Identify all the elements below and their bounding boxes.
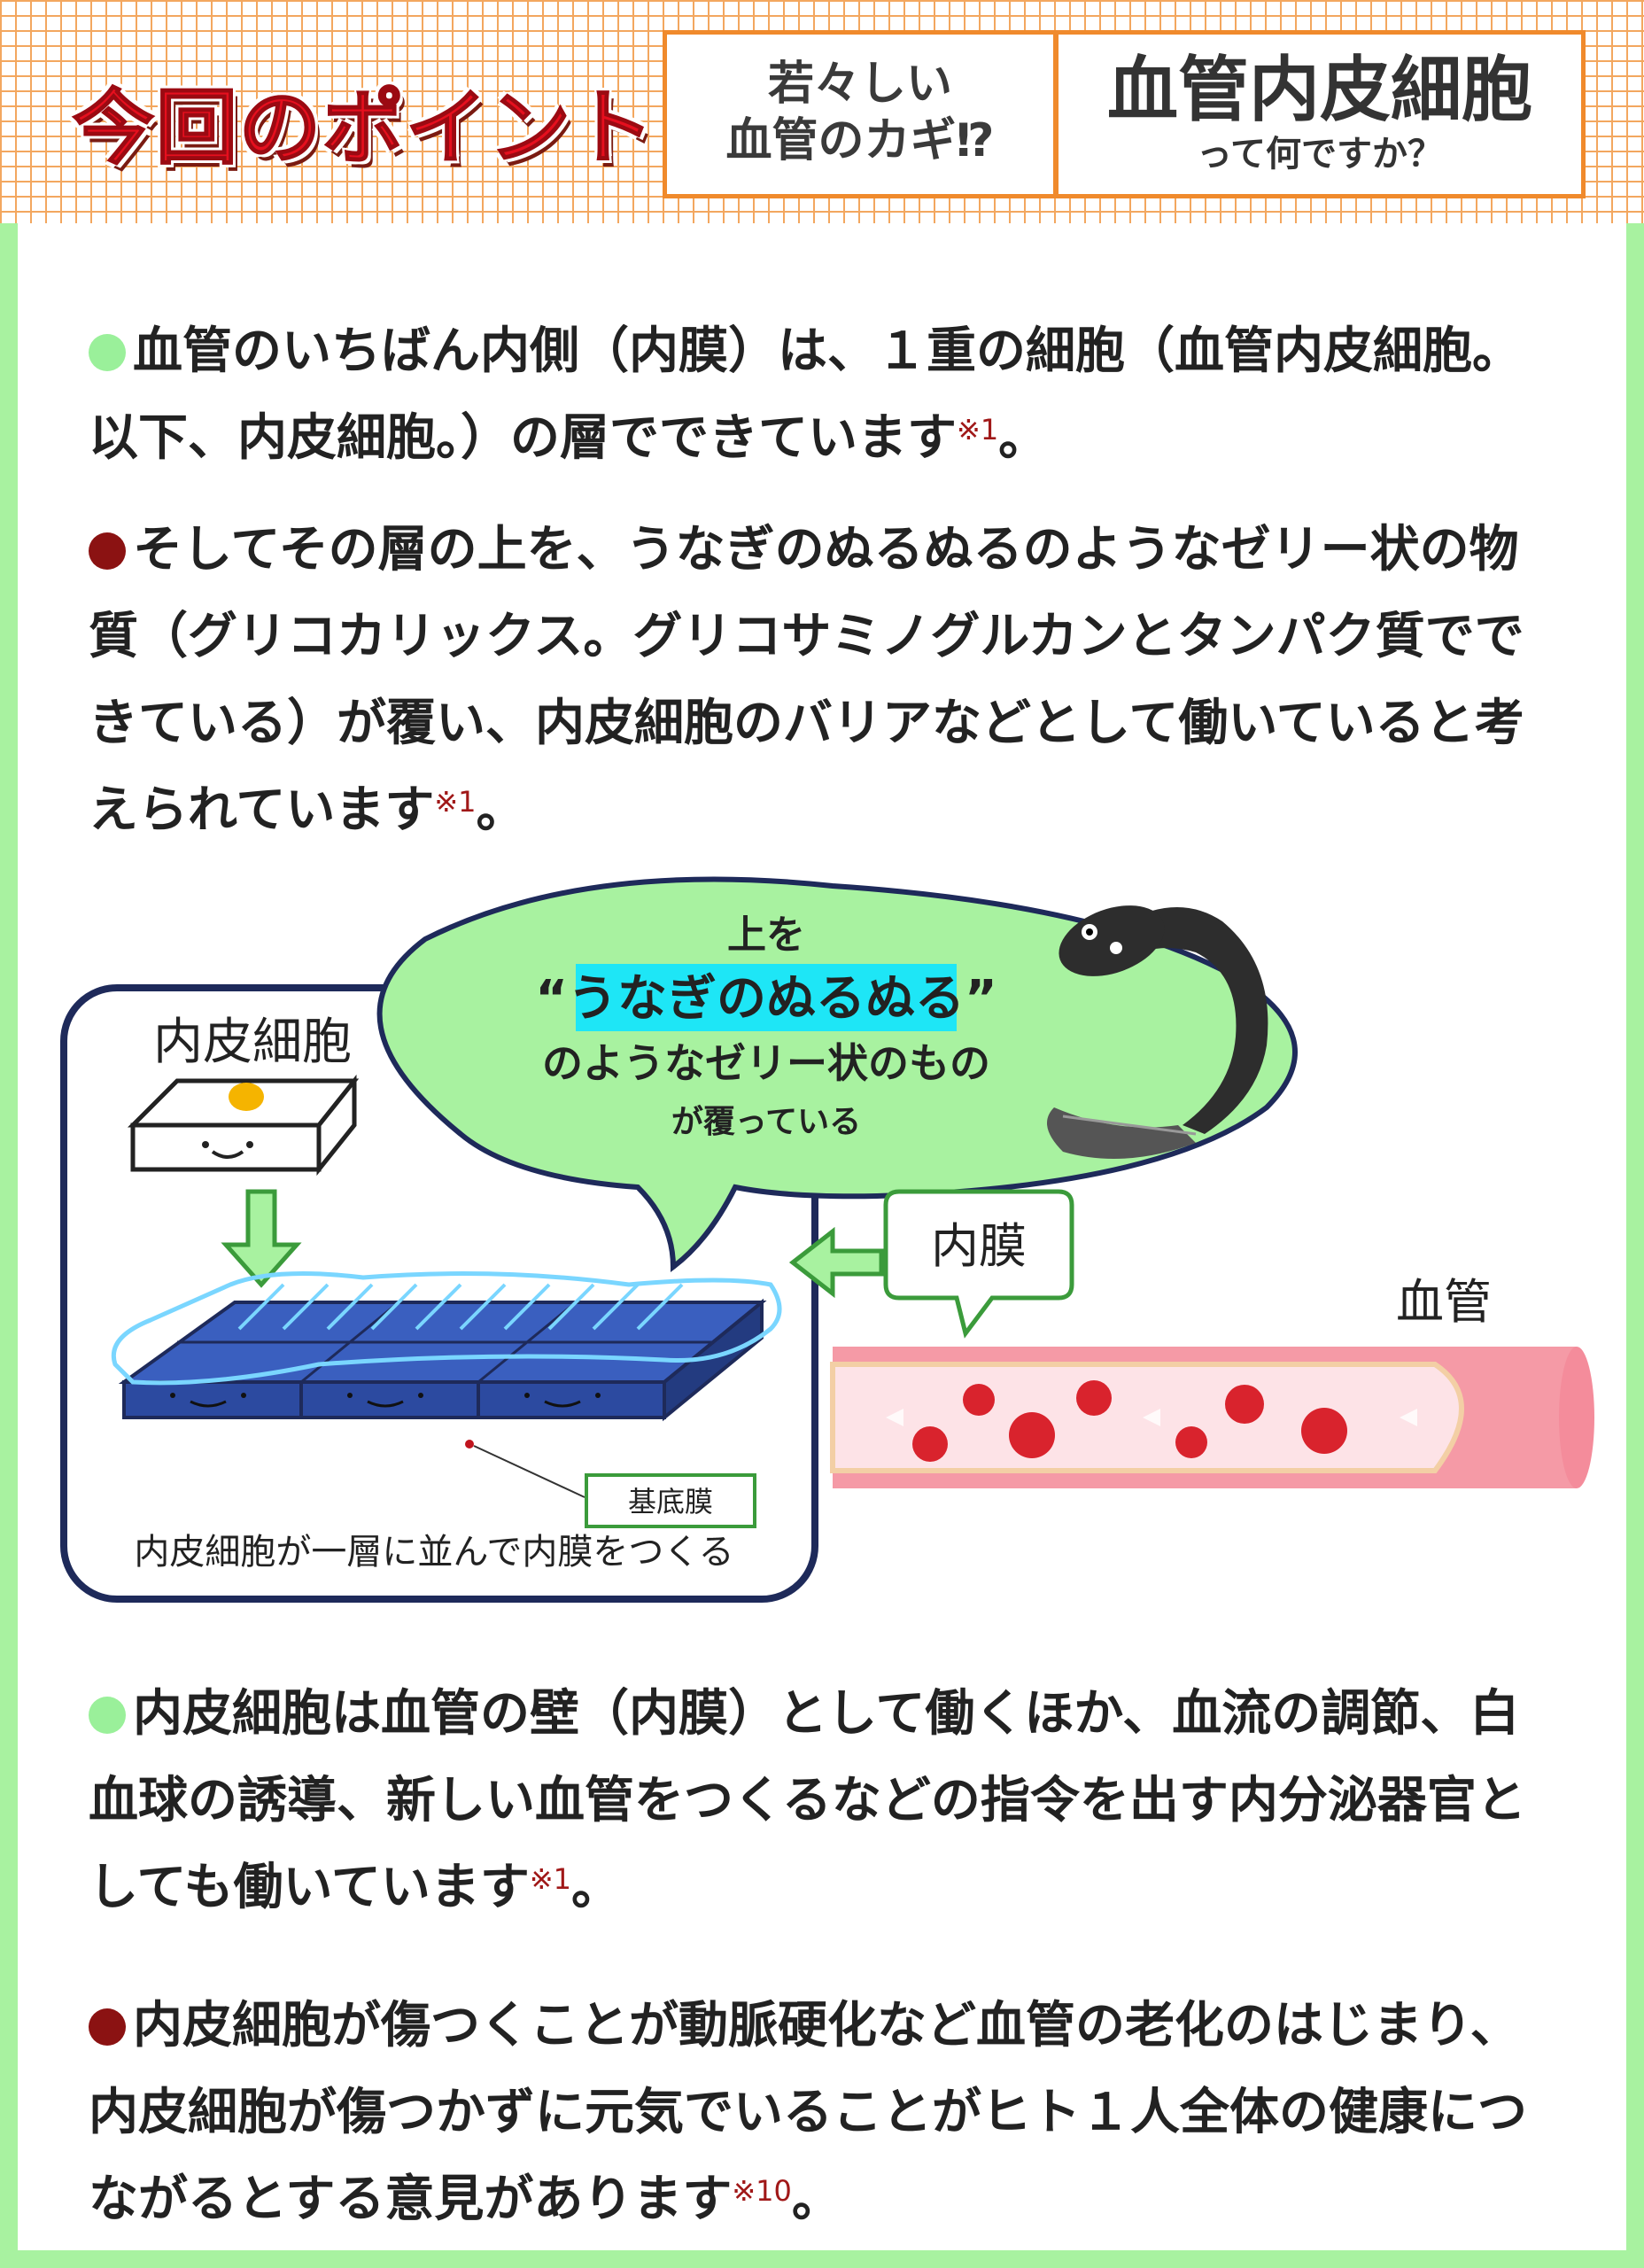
bubble-line-1: 上を	[727, 913, 805, 958]
basement-label: 基底膜	[628, 1485, 713, 1518]
paragraph-text: 内皮細胞が傷つくことが動脈硬化など血管の老化のはじまり、内皮細胞が傷つかずに元気…	[89, 1997, 1527, 2228]
left-arrow-icon	[788, 1226, 884, 1299]
paragraph-4: 内皮細胞が傷つくことが動脈硬化など血管の老化のはじまり、内皮細胞が傷つかずに元気…	[89, 1983, 1559, 2243]
highlight-box	[576, 964, 957, 1031]
paragraph-end: 。	[476, 781, 526, 839]
paragraph-3: 内皮細胞は血管の壁（内膜）として働くほか、血流の調節、白血球の誘導、新しい血管を…	[89, 1671, 1559, 1931]
intima-label-box	[883, 1189, 1074, 1339]
endothelium-diagram: 上を “うなぎのぬるぬる” のようなゼリー状のもの が覆っている 内皮細胞	[60, 876, 1594, 1603]
topic-line-1: 若々しい	[767, 58, 952, 111]
topic-box-left: 若々しい 血管のカギ⁉	[663, 30, 1058, 198]
endothelial-cell-icon	[127, 1074, 360, 1177]
eel-illustration	[1047, 905, 1268, 1159]
paragraph-text: 血管のいちばん内側（内膜）は、１重の細胞（血管内皮細胞。以下、内皮細胞。）の層で…	[89, 322, 1522, 467]
header-banner: 今回のポイント 若々しい 血管のカギ⁉ 血管内皮細胞 って何ですか？	[0, 0, 1644, 223]
footnote-ref: ※10	[732, 2174, 792, 2208]
paragraph-1: 血管のいちばん内側（内膜）は、１重の細胞（血管内皮細胞。以下、内皮細胞。）の層で…	[89, 308, 1559, 482]
topic-line-2: 血管のカギ⁉	[725, 114, 995, 167]
layer-caption: 内皮細胞が一層に並んで内膜をつくる	[134, 1532, 733, 1573]
paragraph-end: 。	[998, 409, 1049, 467]
topic-main: 血管内皮細胞	[1107, 49, 1532, 131]
bullet-dot	[89, 1697, 126, 1734]
paragraph-end: 。	[571, 1859, 622, 1916]
bullet-dot	[89, 334, 126, 371]
paragraph-2: そしてその層の上を、うなぎのぬるぬるのようなゼリー状の物質（グリコカリックス。グ…	[89, 507, 1559, 854]
footnote-ref: ※1	[529, 1862, 572, 1896]
bubble-line-2: “うなぎのぬるぬる”	[535, 970, 997, 1028]
down-arrow-icon	[221, 1189, 302, 1288]
footnote-ref: ※1	[957, 413, 999, 447]
cell-label: 内皮細胞	[153, 1014, 352, 1071]
paragraph-text: 内皮細胞は血管の壁（内膜）として働くほか、血流の調節、白血球の誘導、新しい血管を…	[89, 1685, 1526, 1916]
bullet-dot	[89, 2008, 126, 2046]
topic-box-right: 血管内皮細胞 って何ですか？	[1054, 30, 1586, 198]
vessel-label: 血管	[1396, 1274, 1492, 1330]
paragraph-end: 。	[791, 2171, 841, 2228]
point-title: 今回のポイント	[72, 80, 656, 176]
blood-vessel	[830, 1347, 1594, 1488]
paragraph-text: そしてその層の上を、うなぎのぬるぬるのようなゼリー状の物質（グリコカリックス。グ…	[89, 521, 1524, 839]
footnote-ref: ※1	[434, 785, 477, 819]
bullet-dot	[89, 532, 126, 570]
intima-label: 内膜	[931, 1218, 1027, 1274]
cell-layer	[112, 1271, 782, 1498]
bubble-line-4: が覆っている	[671, 1104, 861, 1140]
bubble-line-3: のようなゼリー状のもの	[542, 1039, 990, 1087]
topic-sub: って何ですか？	[1197, 134, 1443, 175]
basement-label-box	[585, 1473, 756, 1528]
